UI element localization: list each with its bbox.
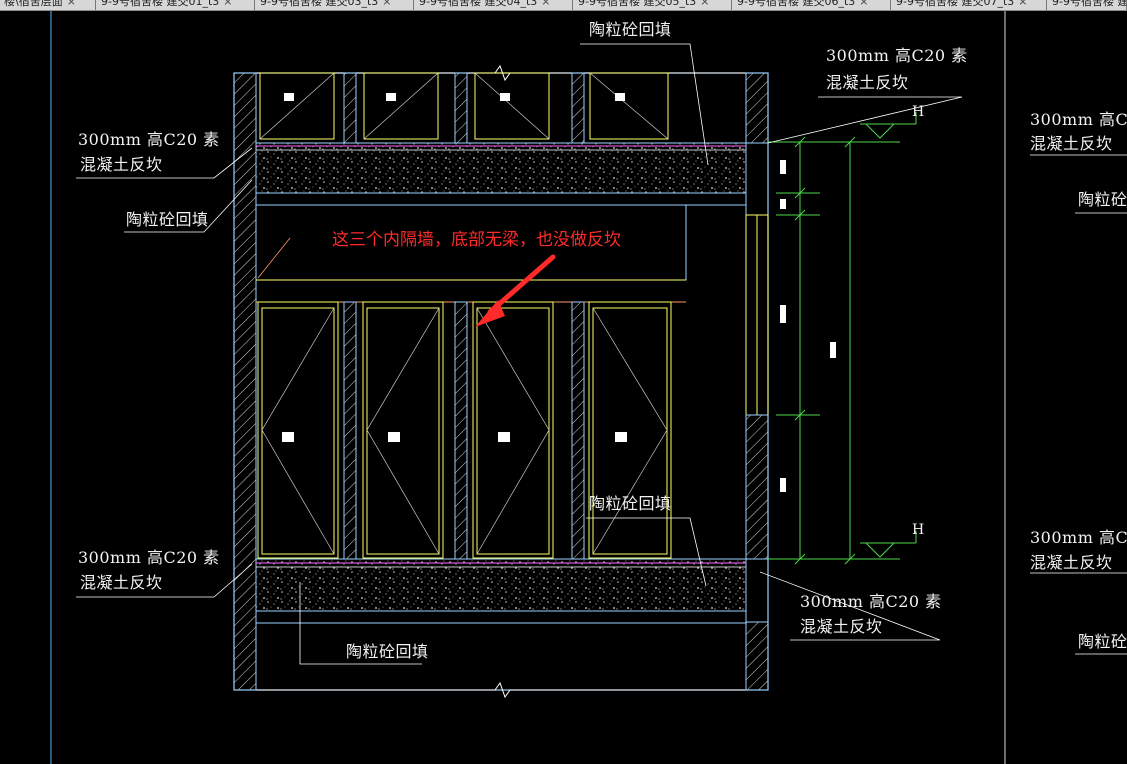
label-curb-left-top-2: 混凝土反坎 xyxy=(80,155,163,174)
label-curb-top-right-1: 300mm 高C20 素 xyxy=(826,46,968,65)
dimension-text xyxy=(780,160,836,492)
upper-doors xyxy=(259,72,669,140)
label-far-right-curb-top-1: 300mm 高C xyxy=(1030,110,1127,129)
tab-label: 9-9号宿舍楼 建交05_t3 xyxy=(578,0,697,8)
red-annotation-text: 这三个内隔墙，底部无梁，也没做反坎 xyxy=(332,230,621,250)
label-far-right-fill-bottom: 陶粒砼 xyxy=(1078,632,1127,651)
tab-drawing-2[interactable]: 9-9号宿舍楼 建交01_t3× xyxy=(97,0,255,10)
close-icon[interactable]: × xyxy=(382,0,392,8)
tab-drawing-3[interactable]: 9-9号宿舍楼 建交03_t3× xyxy=(256,0,414,10)
label-fill-mid: 陶粒砼回填 xyxy=(589,494,672,513)
slab-lower xyxy=(255,610,747,624)
upper-partitions xyxy=(343,72,585,144)
lower-doors xyxy=(257,301,672,559)
fill-band-bottom xyxy=(255,558,747,612)
label-curb-top-right-2: 混凝土反坎 xyxy=(826,73,909,92)
label-fill-top: 陶粒砼回填 xyxy=(589,20,672,39)
close-icon[interactable]: × xyxy=(859,0,869,8)
tab-label: 9-9号宿舍楼 建交06_t3 xyxy=(737,0,856,8)
left-wall xyxy=(233,72,257,691)
label-curb-right-bottom-2: 混凝土反坎 xyxy=(800,617,883,636)
label-fill-bottom: 陶粒砼回填 xyxy=(346,642,429,661)
annotation-arrow xyxy=(475,254,556,327)
close-icon[interactable]: × xyxy=(541,0,551,8)
level-symbols xyxy=(860,112,917,558)
tab-drawing-1[interactable]: 楼\宿舍层面× xyxy=(0,0,96,10)
label-far-right-curb-bottom-1: 300mm 高C xyxy=(1030,528,1127,547)
door-tag-marks xyxy=(282,93,627,442)
lower-partitions xyxy=(343,301,585,560)
tab-label: 9-9号宿舍楼 建交07_t3 xyxy=(896,0,1015,8)
label-curb-left-top-1: 300mm 高C20 素 xyxy=(78,130,220,149)
label-far-right-curb-bottom-2: 混凝土反坎 xyxy=(1030,553,1113,572)
right-curb-upper xyxy=(745,142,769,216)
tab-drawing-8[interactable]: 9-9号宿舍楼 建交 xyxy=(1048,0,1127,10)
label-fill-left: 陶粒砼回填 xyxy=(126,210,209,229)
tab-drawing-4[interactable]: 9-9号宿舍楼 建交04_t3× xyxy=(415,0,573,10)
label-curb-right-bottom-1: 300mm 高C20 素 xyxy=(800,592,942,611)
label-far-right-fill-top: 陶粒砼 xyxy=(1078,190,1127,209)
close-icon[interactable]: × xyxy=(700,0,710,8)
break-mark-bottom xyxy=(234,681,768,699)
document-tab-bar: 楼\宿舍层面× 9-9号宿舍楼 建交01_t3× 9-9号宿舍楼 建交03_t3… xyxy=(0,0,1127,11)
tab-drawing-5[interactable]: 9-9号宿舍楼 建交05_t3× xyxy=(574,0,732,10)
right-wall-upper xyxy=(745,72,769,144)
slab-upper xyxy=(255,192,747,206)
tab-label: 9-9号宿舍楼 建交 xyxy=(1052,0,1126,8)
tab-drawing-7[interactable]: 9-9号宿舍楼 建交07_t3× xyxy=(892,0,1047,10)
leader-lines xyxy=(76,43,1127,665)
label-curb-left-bottom-2: 混凝土反坎 xyxy=(80,573,163,592)
level-mark-lower: H xyxy=(912,522,925,538)
dimension-lines xyxy=(768,136,900,565)
cad-drawing-canvas[interactable] xyxy=(0,11,1127,764)
tab-drawing-6[interactable]: 9-9号宿舍楼 建交06_t3× xyxy=(733,0,891,10)
close-icon[interactable]: × xyxy=(1018,0,1028,8)
tab-label: 9-9号宿舍楼 建交04_t3 xyxy=(419,0,538,8)
section-drawing xyxy=(76,43,1127,699)
close-icon[interactable]: × xyxy=(66,0,76,8)
tab-label: 楼\宿舍层面 xyxy=(4,0,63,8)
label-curb-left-bottom-1: 300mm 高C20 素 xyxy=(78,548,220,567)
right-wall-bottom xyxy=(745,621,769,691)
level-mark-upper: H xyxy=(912,104,925,120)
tab-label: 9-9号宿舍楼 建交01_t3 xyxy=(101,0,220,8)
fill-band-top xyxy=(255,142,747,194)
label-far-right-curb-top-2: 混凝土反坎 xyxy=(1030,134,1113,153)
close-icon[interactable]: × xyxy=(223,0,233,8)
tab-label: 9-9号宿舍楼 建交03_t3 xyxy=(260,0,379,8)
right-wall-lower xyxy=(745,414,769,560)
